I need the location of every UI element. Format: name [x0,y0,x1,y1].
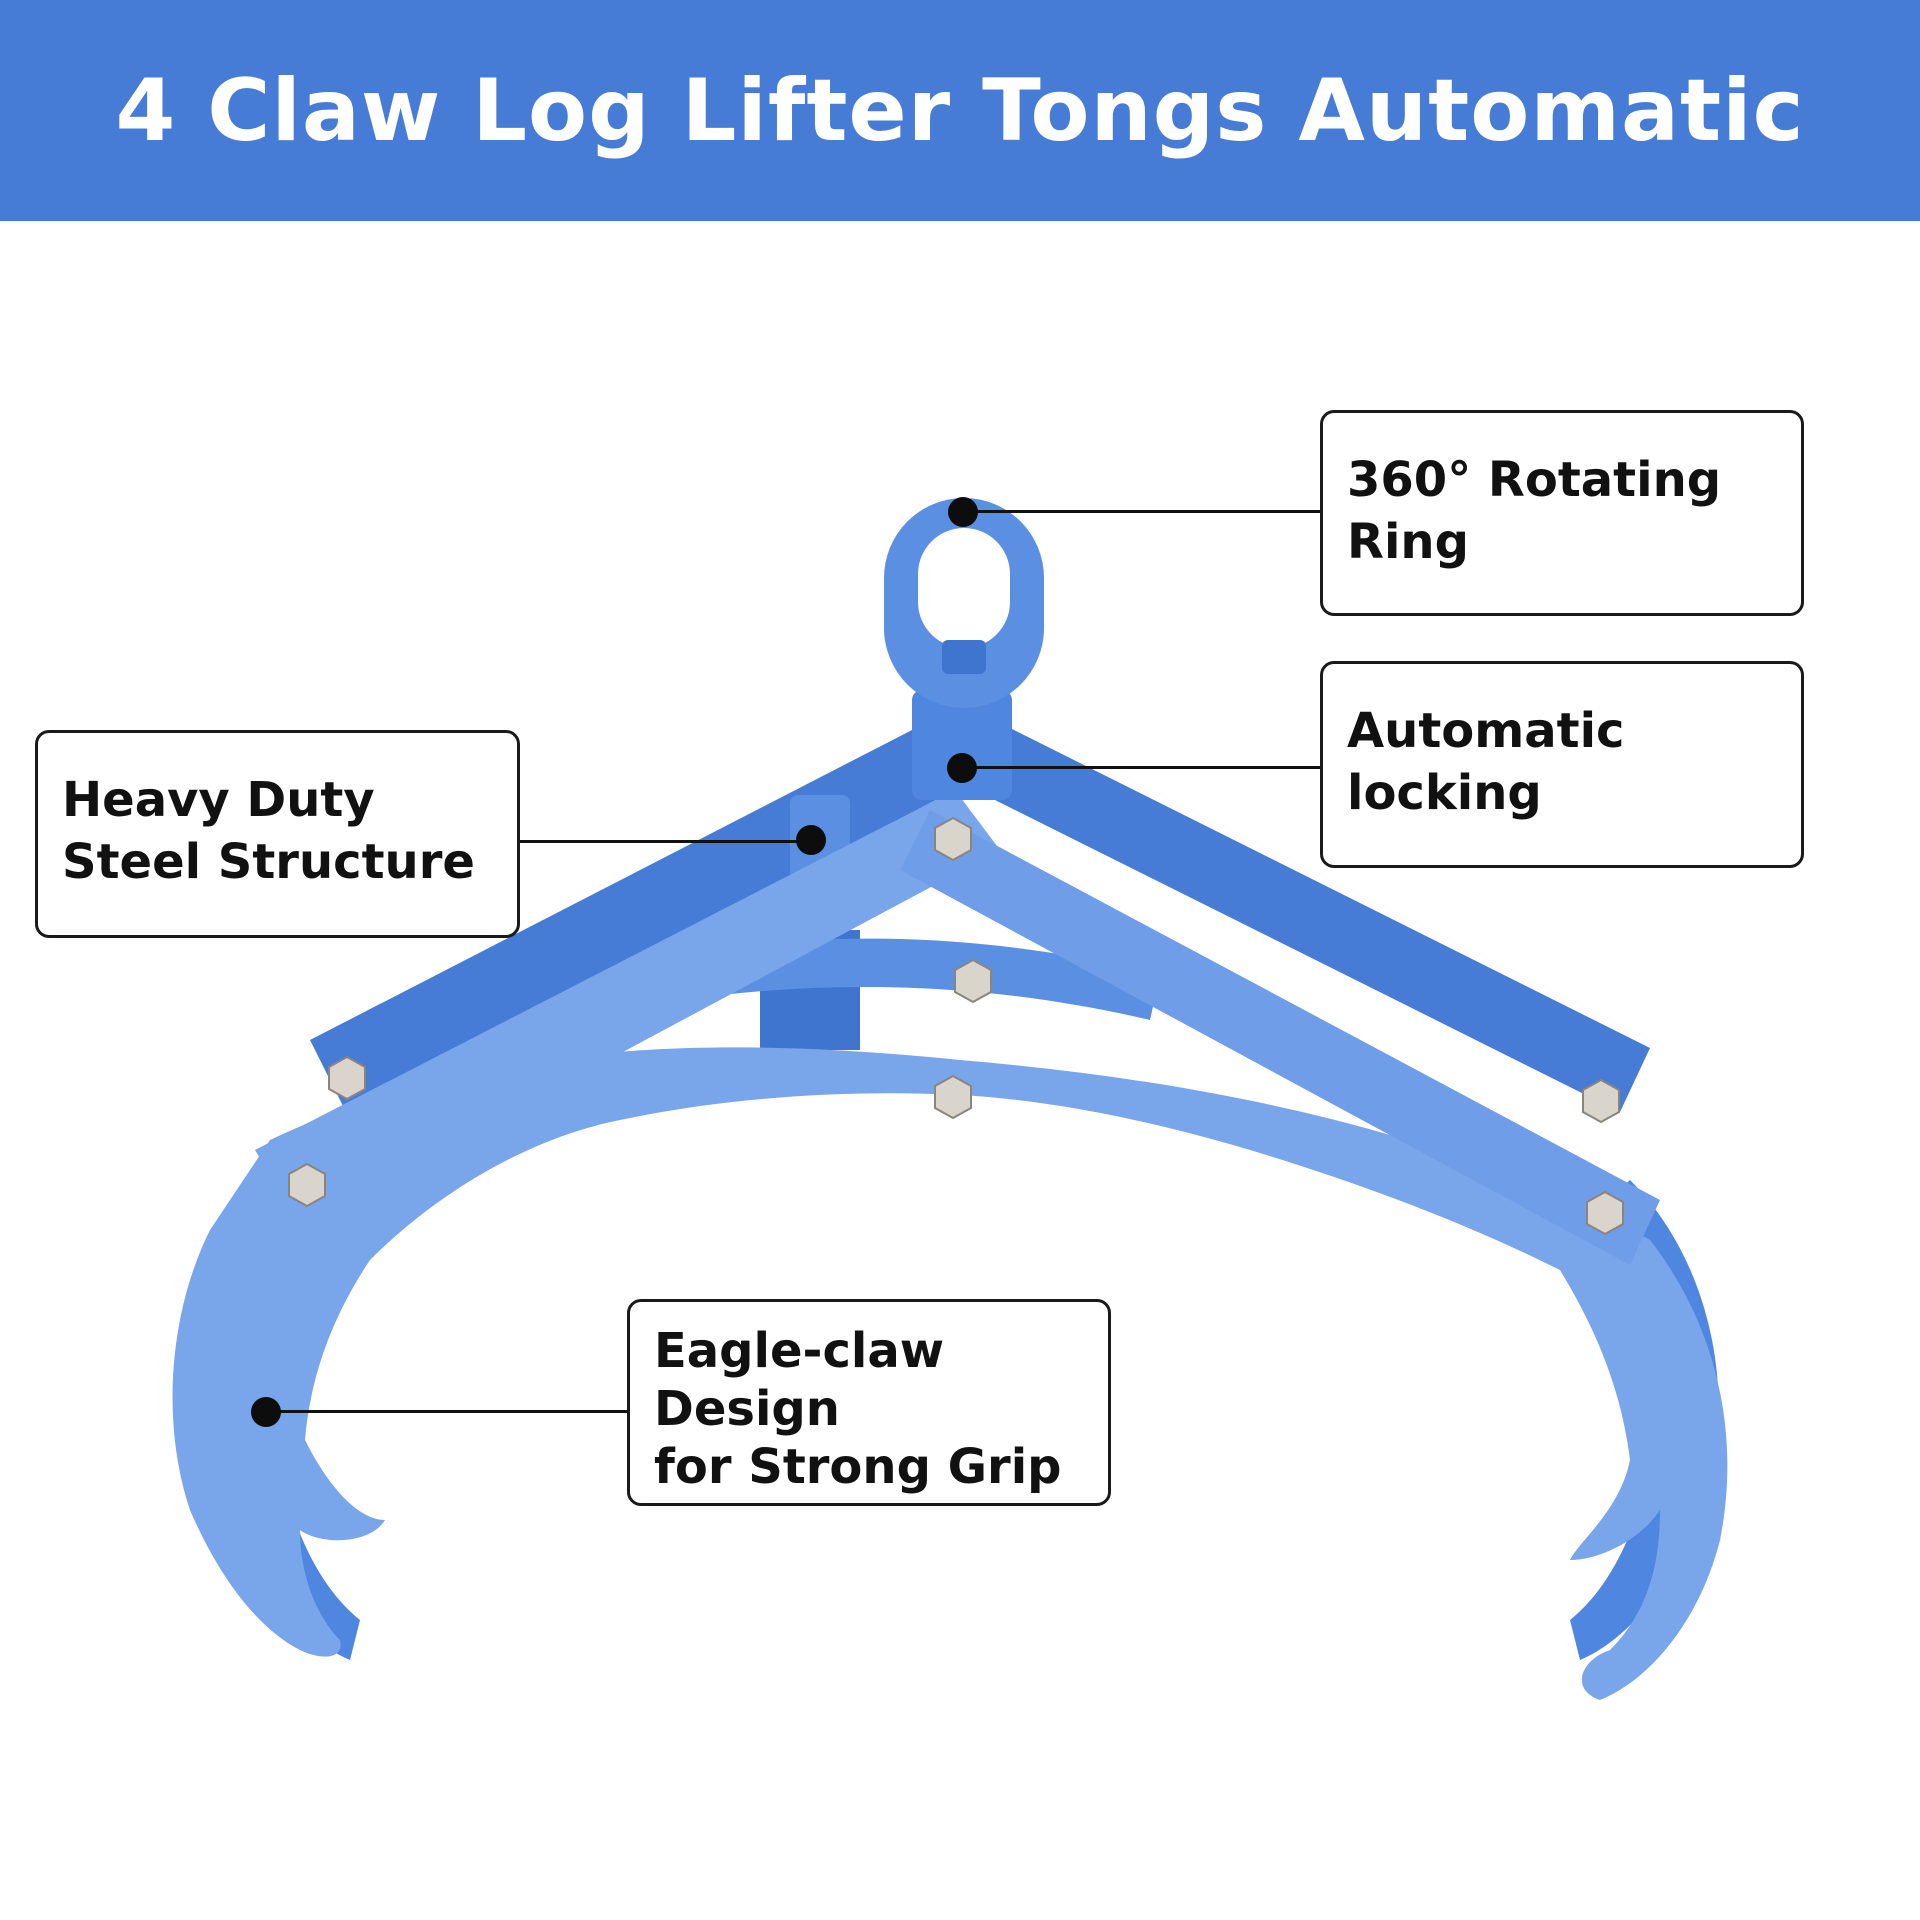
locking-leader-line [962,766,1322,769]
swivel-shackle [912,690,1012,800]
claw-marker-dot [251,1397,281,1427]
bolt [328,1055,366,1101]
callout-steel-structure: Heavy Duty Steel Structure [35,730,520,938]
title-banner [0,0,1920,221]
callout-rotating-ring: 360° Rotating Ring [1320,410,1804,616]
left-claw-teeth [335,1240,510,1445]
swivel-pin [942,640,986,674]
bolt [288,1162,326,1208]
bolt [1586,1190,1624,1236]
bolt [934,1074,972,1120]
front-arc-jaw [172,1047,1728,1700]
right-back-arm [975,728,1650,1112]
callout-steel-structure-line2: Steel Structure [62,834,475,890]
callout-automatic-locking-line1: Automatic [1347,703,1625,759]
callout-eagle-claw: Eagle-claw Design for Strong Grip [627,1299,1111,1506]
right-claw-teeth [1410,1230,1580,1430]
ring-marker-dot [948,497,978,527]
structure-marker-dot [796,825,826,855]
rotating-ring-hole [918,528,1010,648]
callout-rotating-ring-line1: 360° Rotating [1347,452,1722,508]
bolts [288,816,1624,1236]
callout-eagle-claw-line2: Design [654,1381,840,1437]
callout-steel-structure-line1: Heavy Duty [62,772,375,828]
callout-eagle-claw-line3: for Strong Grip [654,1439,1062,1495]
bolt [954,958,992,1004]
callout-automatic-locking: Automatic locking [1320,661,1804,868]
page-title: 4 Claw Log Lifter Tongs Automatic [115,60,1805,161]
claw-leader-line [266,1410,628,1413]
left-front-arm [255,790,1000,1225]
bolt [934,816,972,862]
structure-leader-line [518,840,811,843]
callout-eagle-claw-line1: Eagle-claw [654,1323,945,1379]
callout-automatic-locking-line2: locking [1347,765,1542,821]
locking-marker-dot [947,753,977,783]
right-front-arm [900,810,1660,1265]
upper-crossbar [700,938,1160,1020]
ring-leader-line [962,510,1322,513]
callout-rotating-ring-line2: Ring [1347,514,1469,570]
bolt [1582,1078,1620,1124]
